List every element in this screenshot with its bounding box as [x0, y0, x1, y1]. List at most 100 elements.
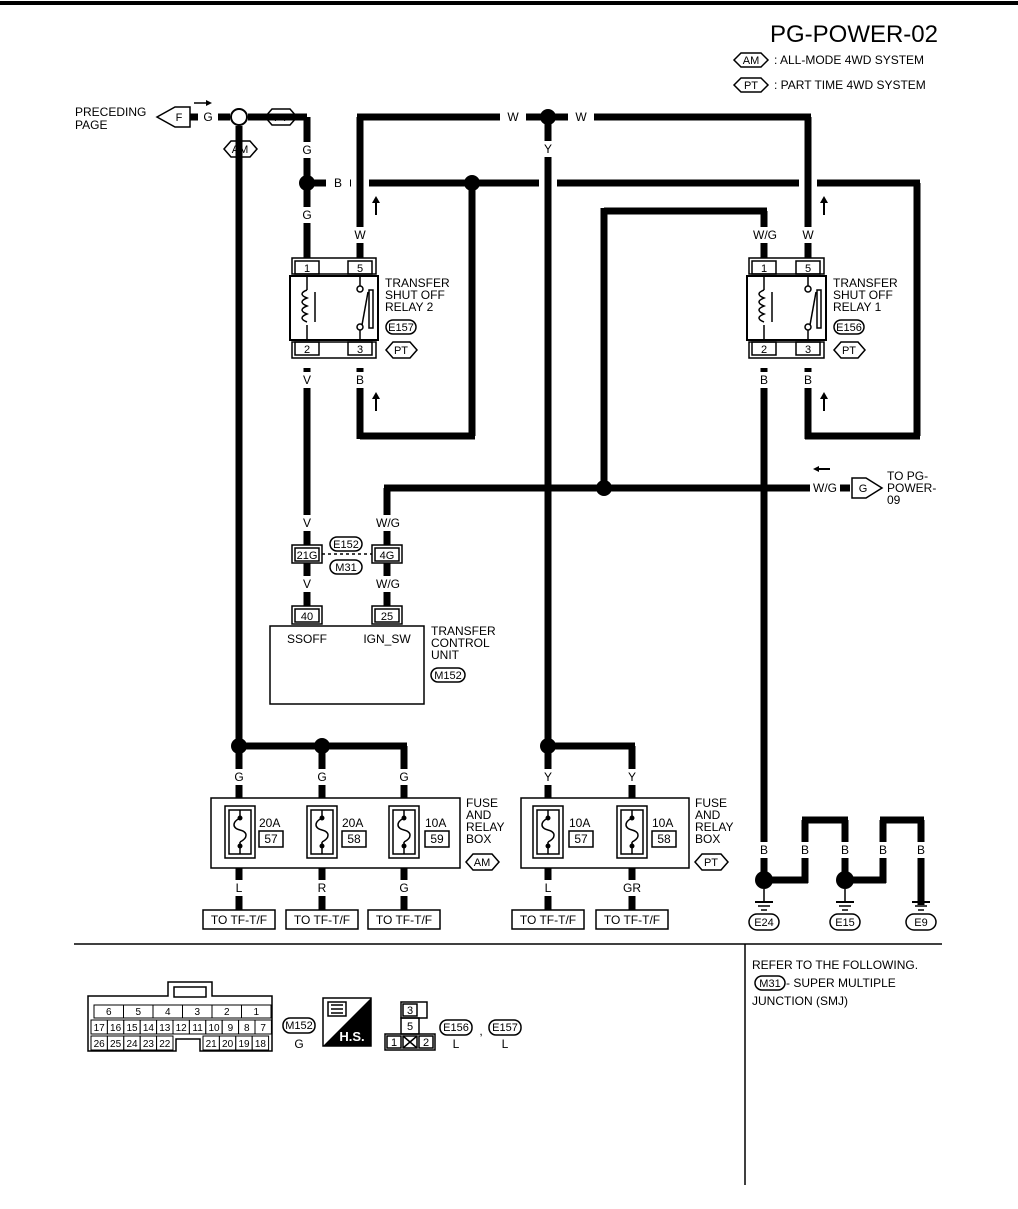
svg-text:RELAY 1: RELAY 1: [833, 300, 882, 314]
cavity-cell: [156, 1035, 174, 1051]
cavity-number: 1: [253, 1007, 259, 1018]
svg-text:,: ,: [479, 1024, 482, 1038]
svg-text:W: W: [354, 228, 366, 242]
cavity-number: 24: [126, 1039, 138, 1050]
svg-text:L: L: [453, 1037, 460, 1051]
svg-text:2: 2: [761, 344, 767, 356]
svg-text:FUSE: FUSE: [466, 796, 498, 810]
svg-text:E15: E15: [835, 917, 855, 929]
svg-text:1: 1: [304, 263, 310, 275]
svg-text:G: G: [399, 881, 408, 895]
svg-text:E157: E157: [388, 322, 414, 334]
svg-text:TRANSFER: TRANSFER: [385, 276, 450, 290]
svg-text:R: R: [318, 881, 327, 895]
cavity-cell: [251, 1035, 270, 1051]
svg-text:: ALL-MODE 4WD SYSTEM: : ALL-MODE 4WD SYSTEM: [774, 53, 924, 67]
svg-text:BOX: BOX: [466, 832, 491, 846]
svg-text:B: B: [334, 176, 342, 190]
cavity-number: 11: [192, 1023, 203, 1034]
svg-text:E9: E9: [914, 917, 927, 929]
svg-text:10A: 10A: [425, 816, 446, 830]
cavity-cell: [241, 1004, 272, 1019]
svg-text:25: 25: [381, 611, 393, 623]
svg-text:10A: 10A: [652, 816, 673, 830]
svg-text:IGN_SW: IGN_SW: [363, 632, 411, 646]
legend-pt: PT : PART TIME 4WD SYSTEM: [732, 77, 926, 93]
svg-text:09: 09: [887, 493, 901, 507]
svg-text:AM: AM: [474, 857, 491, 869]
svg-text:FUSE: FUSE: [695, 796, 727, 810]
svg-text:Y: Y: [544, 142, 552, 156]
svg-text:10A: 10A: [569, 816, 590, 830]
cavity-number: 9: [228, 1023, 234, 1034]
svg-text:G: G: [859, 483, 868, 495]
svg-text:1: 1: [761, 263, 767, 275]
svg-text:B: B: [804, 373, 812, 387]
svg-text:PT: PT: [744, 80, 758, 92]
wire-label-gaps: [198, 108, 930, 896]
cavity-number: 26: [94, 1039, 106, 1050]
svg-text:PT: PT: [274, 112, 288, 124]
svg-text:F: F: [176, 112, 183, 124]
svg-text:2: 2: [304, 344, 310, 356]
svg-text:57: 57: [574, 832, 588, 846]
svg-text:G: G: [234, 770, 243, 784]
svg-text:G: G: [294, 1037, 303, 1051]
cavity-number: 7: [260, 1023, 266, 1034]
cavity-number: 4: [165, 1007, 171, 1018]
svg-text:Y: Y: [628, 770, 636, 784]
svg-text:M152: M152: [434, 670, 462, 682]
fuse-58-pt: 10A 58: [616, 805, 677, 859]
cavity-number: 13: [159, 1023, 171, 1034]
svg-text:5: 5: [407, 1021, 413, 1033]
svg-text:TRANSFER: TRANSFER: [833, 276, 898, 290]
svg-text:POWER-: POWER-: [887, 481, 936, 495]
page-title: PG-POWER-02: [770, 21, 938, 48]
svg-text:M31: M31: [759, 978, 780, 990]
pt-tag-top: PT: [264, 108, 298, 126]
svg-text:59: 59: [430, 832, 444, 846]
harness-side-icon: H.S.: [322, 997, 372, 1047]
svg-text:JUNCTION (SMJ): JUNCTION (SMJ): [752, 994, 848, 1008]
cavity-number: 18: [255, 1039, 267, 1050]
cavity-number: 22: [159, 1039, 171, 1050]
joint-connector: 21G 4G E152 M31: [291, 536, 403, 575]
svg-text:E156: E156: [836, 322, 862, 334]
svg-text:AND: AND: [466, 808, 492, 822]
svg-text:40: 40: [301, 611, 313, 623]
svg-text:20A: 20A: [259, 816, 280, 830]
svg-text:B: B: [801, 843, 809, 857]
transfer-shut-off-relay-2: 1 5 2 3 TRANSFER SHUT OFF RELAY 2 E157 P…: [289, 257, 450, 359]
svg-text:B: B: [760, 373, 768, 387]
svg-text:TRANSFER: TRANSFER: [431, 624, 496, 638]
svg-text:Y: Y: [544, 770, 552, 784]
svg-text:PT: PT: [704, 857, 718, 869]
cavity-number: 6: [106, 1007, 112, 1018]
svg-text:E156: E156: [443, 1022, 469, 1034]
svg-text:M152: M152: [285, 1020, 313, 1032]
svg-text:TO TF-T/F: TO TF-T/F: [520, 913, 576, 927]
fuse-and-relay-box-pt: 10A 57 10A 58 FUSE AND RELAY BOX PT: [520, 796, 733, 871]
svg-text:H.S.: H.S.: [339, 1029, 364, 1044]
svg-text:SSOFF: SSOFF: [287, 632, 327, 646]
svg-text:TO TF-T/F: TO TF-T/F: [376, 913, 432, 927]
svg-text:PT: PT: [394, 345, 408, 357]
svg-text:W: W: [802, 228, 814, 242]
svg-text:RELAY: RELAY: [695, 820, 733, 834]
to-page-connector: G TO PG- POWER- 09: [851, 469, 936, 507]
svg-text:L: L: [236, 881, 243, 895]
wire-crossings: [351, 176, 817, 205]
legend-am: AM : ALL-MODE 4WD SYSTEM: [732, 52, 924, 68]
svg-text:RELAY: RELAY: [466, 820, 504, 834]
svg-text:TO TF-T/F: TO TF-T/F: [211, 913, 267, 927]
wire-color-labels: G G G B W W Y W W/G W V B B B W/G V W/G …: [203, 110, 925, 895]
svg-text:B: B: [917, 843, 925, 857]
svg-text:3: 3: [407, 1005, 413, 1017]
svg-text:- SUPER MULTIPLE: - SUPER MULTIPLE: [786, 976, 896, 990]
svg-text:58: 58: [657, 832, 671, 846]
svg-text:BOX: BOX: [695, 832, 720, 846]
wires: [190, 113, 925, 910]
ground-points: E24 E15 E9: [748, 889, 937, 931]
svg-text:W: W: [575, 110, 587, 124]
